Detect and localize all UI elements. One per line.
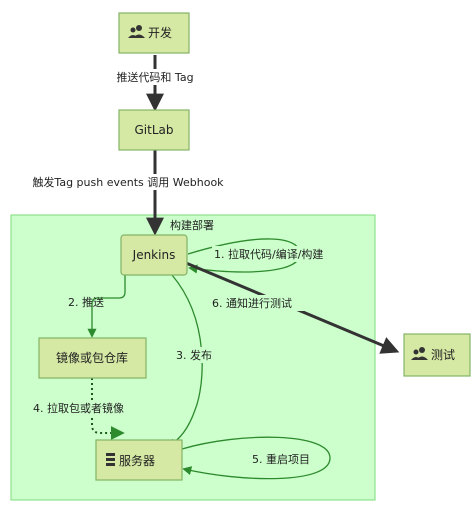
users-icon [411,347,428,360]
edge-jenkins-registry [87,273,126,338]
node-gitlab[interactable]: GitLab [118,109,190,151]
build-deploy-group-label: 构建部署 [170,218,214,232]
edge-label-restart: 5. 重启项目 [252,452,310,466]
node-test-label: 测试 [431,347,455,362]
node-server-label: 服务器 [119,453,155,468]
edge-label-pull-build: 1. 拉取代码/编译/构建 [214,247,323,261]
edge-label-pull-image: 4. 拉取包或者镜像 [33,401,124,415]
node-registry[interactable]: 镜像或包仓库 [38,337,147,379]
edge-label-notify: 6. 通知进行测试 [212,296,292,310]
edge-label-publish: 3. 发布 [176,348,212,362]
node-registry-label: 镜像或包仓库 [56,350,128,365]
edge-jenkins-server [166,274,203,447]
server-icon [106,453,115,466]
node-dev[interactable]: 开发 [118,12,190,54]
edge-server-self-loop [181,436,331,480]
edge-label-push-code: 推送代码和 Tag [116,70,193,84]
node-jenkins[interactable]: Jenkins [120,234,188,276]
node-dev-label: 开发 [148,25,172,40]
users-icon [128,25,145,38]
node-test[interactable]: 测试 [403,333,471,377]
node-gitlab-label: GitLab [135,123,174,137]
node-server[interactable]: 服务器 [95,439,183,481]
edge-label-push: 2. 推送 [68,295,104,309]
edge-label-trigger: 触发Tag push events 调用 Webhook [32,175,224,189]
node-jenkins-label: Jenkins [132,248,176,262]
